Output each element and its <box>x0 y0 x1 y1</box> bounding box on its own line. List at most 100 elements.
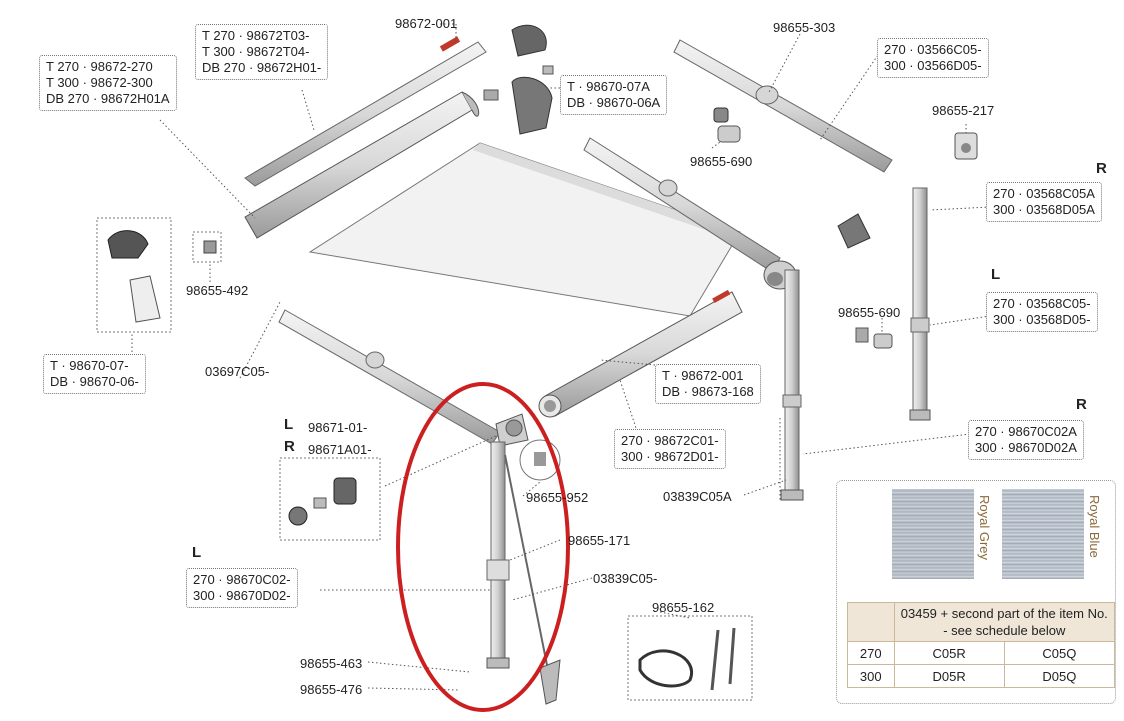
awning-fabric <box>308 142 741 317</box>
schedule-header-row: 03459 + second part of the item No. - se… <box>847 602 1116 642</box>
fabric-color-panel: Royal Grey Royal Blue 03459 + second par… <box>836 480 1116 704</box>
tension-strap <box>504 454 549 671</box>
box-line: DB 270 · 98672H01A <box>46 91 170 106</box>
hardware-knob <box>837 213 871 249</box>
box-line: 270 · 03568C05A <box>993 186 1095 201</box>
awning-fabric-shade <box>473 143 740 240</box>
box-line: 300 · 98672D01- <box>621 449 719 464</box>
label-03839c05: 03839C05- <box>593 571 658 586</box>
box-line: T · 98670-07A <box>567 79 650 94</box>
detail-circle-98655-952 <box>519 439 561 481</box>
cassette-tube <box>538 289 743 418</box>
label-98671-01: 98671-01- <box>308 420 368 435</box>
box-line: 300 · 98670D02A <box>975 440 1077 455</box>
box-line: T 270 · 98672T03- <box>202 28 310 43</box>
schedule-size: 270 <box>847 641 895 665</box>
box-line: DB · 98673-168 <box>662 384 754 399</box>
box-leg-right-bottom: 270 · 98670C02A 300 · 98670D02A <box>968 420 1084 460</box>
side-marker-r-top: R <box>1096 160 1107 177</box>
box-lead-cover: T 270 · 98672T03- T 300 · 98672T04- DB 2… <box>195 24 329 80</box>
ground-peg <box>539 659 561 705</box>
box-leg-left-bottom: 270 · 98670C02- 300 · 98670D02- <box>186 568 298 608</box>
label-98655-476: 98655-476 <box>300 682 363 697</box>
leader-lines <box>131 23 991 691</box>
label-98655-171: 98655-171 <box>568 533 631 548</box>
left-leg <box>486 441 510 669</box>
lead-bar-part <box>244 91 480 239</box>
label-98655-952: 98655-952 <box>526 490 589 505</box>
box-line: T 300 · 98672-300 <box>46 75 153 90</box>
joint-small-parts <box>279 457 381 541</box>
hardware-98655-217 <box>954 132 978 160</box>
label-98671a01: 98671A01- <box>308 442 372 457</box>
box-end-cap: T · 98670-07A DB · 98670-06A <box>560 75 668 115</box>
box-lead-bar: T 270 · 98672-270 T 300 · 98672-300 DB 2… <box>39 55 177 111</box>
label-98655-690-top: 98655-690 <box>690 154 753 169</box>
box-line: 300 · 03568D05- <box>993 312 1091 327</box>
swatch-royal-grey-label: Royal Grey <box>977 495 992 561</box>
box-line: 270 · 03566C05- <box>884 42 982 57</box>
schedule-blue-code: C05Q <box>1003 641 1116 665</box>
schedule-corner <box>847 602 895 642</box>
swatch-royal-blue <box>1002 489 1084 579</box>
schedule-size: 300 <box>847 664 895 688</box>
box-line: DB · 98670-06A <box>567 95 661 110</box>
schedule-row: 270 C05R C05Q <box>847 641 1116 665</box>
side-marker-l-top: L <box>991 266 1001 283</box>
side-marker-l-leg: L <box>192 544 202 561</box>
label-98655-217: 98655-217 <box>932 103 995 118</box>
schedule-header: 03459 + second part of the item No. - se… <box>893 602 1116 642</box>
box-line: DB 270 · 98672H01- <box>202 60 322 75</box>
lead-cover-part <box>244 36 487 187</box>
box-rafter-top: 270 · 03566C05- 300 · 03566D05- <box>877 38 989 78</box>
end-cap-small-parts <box>483 24 554 135</box>
box-line: 270 · 98670C02A <box>975 424 1077 439</box>
schedule-blue-code: D05Q <box>1003 664 1116 688</box>
label-98655-492: 98655-492 <box>186 283 249 298</box>
side-marker-l-joint: L <box>284 416 294 433</box>
label-03839c05a: 03839C05A <box>663 489 732 504</box>
box-roller: 270 · 98672C01- 300 · 98672D01- <box>614 429 726 469</box>
schedule-grey-code: C05R <box>893 641 1005 665</box>
hardware-98655-492 <box>192 231 222 263</box>
box-line: 300 · 98670D02- <box>193 588 291 603</box>
highlight-ellipse <box>396 382 570 712</box>
box-leg-left-top: 270 · 03568C05- 300 · 03568D05- <box>986 292 1098 332</box>
hardware-98655-690-top <box>713 107 741 143</box>
box-line: T 270 · 98672-270 <box>46 59 153 74</box>
box-line: T · 98672-001 <box>662 368 744 383</box>
schedule-row: 300 D05R D05Q <box>847 664 1116 688</box>
label-98655-463: 98655-463 <box>300 656 363 671</box>
box-line: T 300 · 98672T04- <box>202 44 310 59</box>
top-rafter-part <box>673 39 893 173</box>
box-cassette: T · 98672-001 DB · 98673-168 <box>655 364 761 404</box>
box-line: 270 · 98670C02- <box>193 572 291 587</box>
end-cap-left-part <box>96 217 172 333</box>
label-98655-162: 98655-162 <box>652 600 715 615</box>
schedule-grey-code: D05R <box>893 664 1005 688</box>
label-98672-001: 98672-001 <box>395 16 458 31</box>
box-line: 300 · 03568D05A <box>993 202 1095 217</box>
box-line: 270 · 98672C01- <box>621 433 719 448</box>
hardware-98655-690-mid <box>855 327 893 349</box>
swatch-royal-blue-label: Royal Blue <box>1087 495 1102 558</box>
box-line: DB · 98670-06- <box>50 374 139 389</box>
fabric-schedule-table: 03459 + second part of the item No. - se… <box>847 602 1116 688</box>
left-arm-joint <box>495 413 529 447</box>
label-98655-690-mid: 98655-690 <box>838 305 901 320</box>
box-line: T · 98670-07- <box>50 358 129 373</box>
strap-kit-part <box>627 615 753 701</box>
right-leg <box>780 269 804 501</box>
box-line: 270 · 03568C05- <box>993 296 1091 311</box>
label-98655-303: 98655-303 <box>773 20 836 35</box>
box-end-cap-left: T · 98670-07- DB · 98670-06- <box>43 354 146 394</box>
box-line: 300 · 03566D05- <box>884 58 982 73</box>
side-marker-r-bottom: R <box>1076 396 1087 413</box>
far-right-leg <box>909 187 931 421</box>
box-leg-right-top: 270 · 03568C05A 300 · 03568D05A <box>986 182 1102 222</box>
side-marker-r-joint: R <box>284 438 295 455</box>
swatch-royal-grey <box>892 489 974 579</box>
label-03697c05: 03697C05- <box>205 364 270 379</box>
